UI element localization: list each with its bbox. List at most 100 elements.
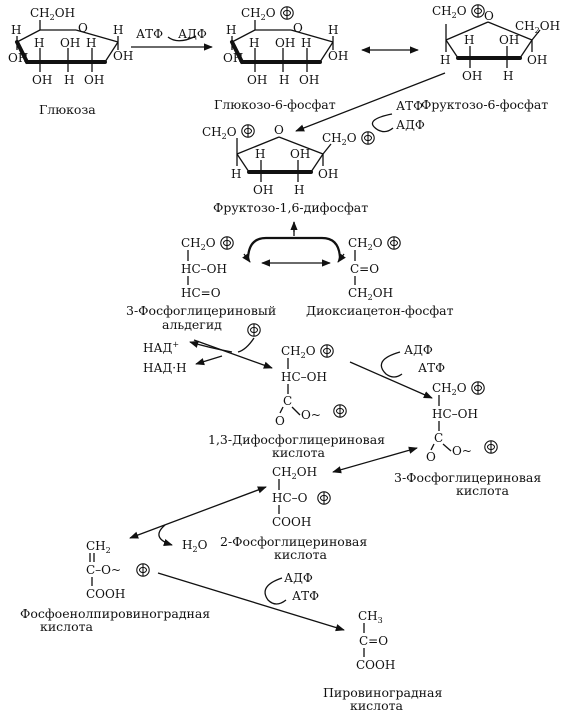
svg-text:CH2O: CH2O [241,6,276,22]
adp-label-1: АДФ [178,27,207,41]
phosphate-icon [241,124,255,138]
phosphate-icon [220,236,234,250]
atp-label-2: АТФ [396,99,423,113]
svg-text:O~: O~ [452,444,472,458]
svg-text:CH2O: CH2O [322,131,357,147]
svg-text:H: H [328,23,338,37]
svg-text:O: O [484,9,494,23]
svg-text:H: H [34,36,44,50]
label-f6p: Фруктозо-6-фосфат [421,97,548,112]
adp-label-3: АДФ [404,343,433,357]
gap-structure: CH2O HC–OH HC=O [181,236,234,300]
svg-text:CH2: CH2 [86,539,111,555]
svg-text:OH: OH [275,36,295,50]
phosphate-icon [320,344,334,358]
label-f16bp: Фруктозо-1,6-дифосфат [213,200,368,215]
svg-text:H: H [113,23,123,37]
arrow-adp-atp [380,351,403,378]
svg-text:C–O~: C–O~ [86,563,121,577]
arrow-gap-to-bpg [193,339,273,369]
svg-text:H: H [301,36,311,50]
svg-text:OH: OH [318,167,338,181]
arrow-atp-adp-1 [167,35,197,42]
label-gap-2: альдегид [162,317,222,332]
phosphate-icon [387,236,401,250]
label-pg3-2: кислота [456,483,510,498]
svg-text:CH2O: CH2O [432,4,467,20]
adp-label-2: АДФ [396,118,425,132]
dhap-structure: CH2O C=O CH2OH [348,236,401,302]
svg-text:H: H [255,147,265,161]
arrow-water [158,524,173,546]
phosphate-icon [280,6,294,20]
svg-text:C=O: C=O [350,262,379,276]
svg-text:H: H [226,23,236,37]
svg-text:OH: OH [247,73,267,87]
arrow-atp-adp-2 [371,113,394,133]
svg-text:COOH: COOH [272,515,311,529]
svg-text:HC–OH: HC–OH [432,407,478,421]
svg-text:CH2O: CH2O [202,125,237,141]
svg-text:HC–OH: HC–OH [281,370,327,384]
svg-text:CH2O: CH2O [281,344,316,360]
svg-text:H: H [503,69,513,83]
label-pg2-2: кислота [274,547,328,562]
svg-text:HC–OH: HC–OH [181,262,227,276]
atp-label-3: АТФ [418,361,445,375]
arrow-adp-atp-2 [264,577,287,605]
phosphate-icon [333,404,347,418]
svg-text:CH2O: CH2O [348,236,383,252]
arrow-3pg-2pg [332,446,418,474]
svg-text:O: O [78,21,88,35]
svg-text:OH: OH [328,49,348,63]
atp-label-1: АТФ [136,27,163,41]
svg-text:CH2OH: CH2OH [348,286,393,302]
label-dhap: Диоксиацетон-фосфат [306,303,454,318]
arrow-pep-to-pyruvate [157,572,345,632]
svg-text:OH: OH [499,33,519,47]
svg-text:OH: OH [113,49,133,63]
svg-text:H: H [64,73,74,87]
svg-text:CH2OH: CH2OH [30,6,75,22]
svg-text:H: H [86,36,96,50]
svg-text:H: H [464,33,474,47]
svg-text:H: H [279,73,289,87]
svg-text:H: H [440,53,450,67]
svg-text:CH2OH: CH2OH [515,19,560,35]
glucose-structure: CH2OH O H OH H OH H OH OH H H OH [8,6,133,87]
svg-text:COOH: COOH [86,587,125,601]
label-pg3-1: 3-Фосфоглицериновая [394,470,541,485]
svg-text:OH: OH [462,69,482,83]
phosphate-icon [136,563,150,577]
svg-text:OH: OH [290,147,310,161]
svg-text:OH: OH [223,51,243,65]
svg-text:H: H [231,167,241,181]
phosphate-icon [471,4,485,18]
svg-text:CH2OH: CH2OH [272,465,317,481]
label-gap-1: 3-Фосфоглицериновый [126,303,276,318]
arrow-bpg-to-3pg [349,361,433,399]
svg-text:CH2O: CH2O [181,236,216,252]
svg-text:OH: OH [299,73,319,87]
svg-text:O: O [426,450,436,464]
svg-text:CH3: CH3 [358,609,383,625]
pg3-structure: CH2O HC–OH C O O~ [426,381,498,464]
svg-text:O: O [275,414,285,428]
pg2-structure: CH2OH HC–O COOH [272,465,331,529]
f6p-structure: CH2O O CH2OH H OH H OH OH H [432,4,560,83]
svg-text:OH: OH [60,36,80,50]
svg-text:COOH: COOH [356,658,395,672]
label-g6p: Глюкозо-6-фосфат [214,97,336,112]
adp-label-4: АДФ [284,571,313,585]
phosphate-icon [317,491,331,505]
label-pep-2: кислота [40,619,94,634]
svg-text:CH2O: CH2O [432,381,467,397]
svg-text:C=O: C=O [359,634,388,648]
label-bpg-1: 1,3-Дифосфоглицериновая [208,432,385,447]
phosphate-icon [471,381,485,395]
svg-text:H: H [294,183,304,197]
pyruvate-structure: CH3 C=O COOH [356,609,395,672]
label-glucose: Глюкоза [39,102,96,117]
atp-label-4: АТФ [292,589,319,603]
